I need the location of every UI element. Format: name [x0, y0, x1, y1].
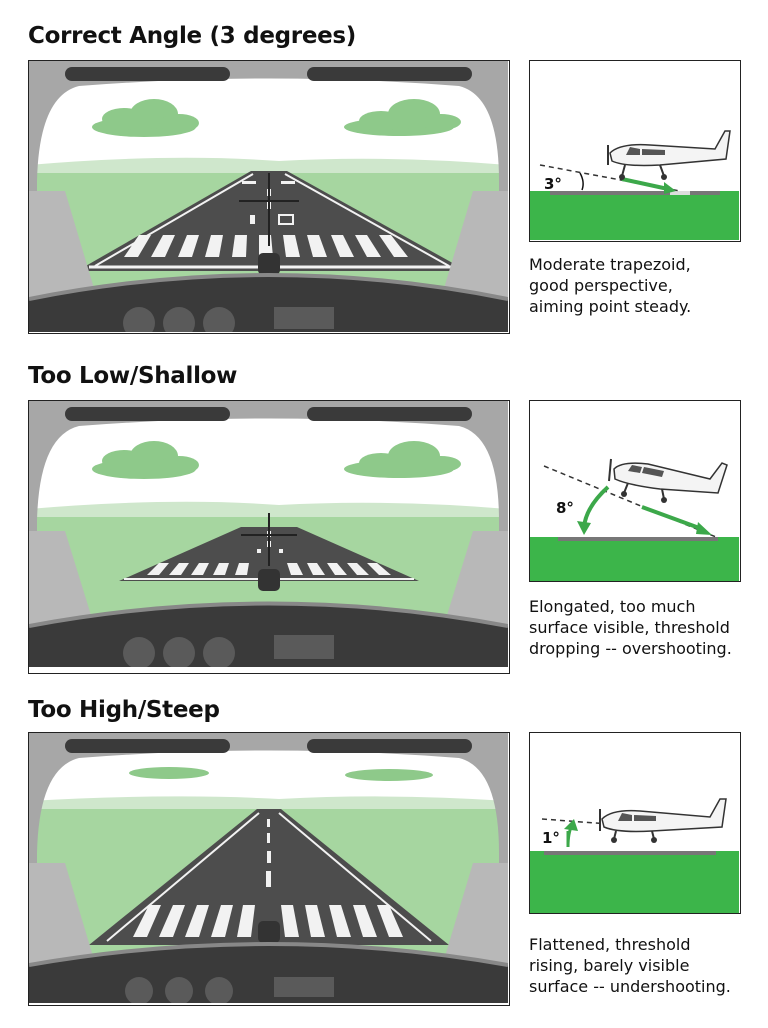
runway-side [558, 537, 718, 541]
caption-line: Flattened, threshold [529, 935, 691, 954]
side-view-low: 8° [529, 400, 741, 582]
angle-label-correct: 3° [544, 175, 562, 193]
sun-visor-right [307, 67, 472, 81]
angle-arc [579, 172, 584, 191]
cockpit-illustration-low [29, 401, 508, 667]
section-title-correct: Correct Angle (3 degrees) [28, 23, 357, 49]
sun-visor-left [65, 67, 230, 81]
angle-label-low: 8° [556, 499, 574, 517]
descent-arrow [621, 177, 669, 191]
sun-visor-right [307, 739, 472, 753]
ground [530, 851, 739, 913]
side-view-illustration-high: 1° [530, 798, 739, 913]
runway-side [550, 191, 720, 195]
caption-low: Elongated, too much surface visible, thr… [529, 596, 764, 659]
side-view-correct: 3° [529, 60, 741, 242]
compass-icon [258, 569, 280, 591]
runway-side [544, 851, 716, 855]
sun-visor-left [65, 407, 230, 421]
caption-line: good perspective, [529, 276, 673, 295]
ground [530, 537, 739, 581]
caption-line: aiming point steady. [529, 297, 692, 316]
angle-arc [582, 485, 610, 528]
cloud-left [92, 441, 199, 479]
sun-visor-right [307, 407, 472, 421]
runway-markings [147, 531, 391, 575]
caption-line: Moderate trapezoid, [529, 255, 691, 274]
side-view-high: 1° [529, 732, 741, 914]
caption-high: Flattened, threshold rising, barely visi… [529, 934, 764, 997]
cloud-right [345, 769, 433, 781]
descent-arrow [641, 505, 703, 531]
caption-line: rising, barely visible [529, 956, 690, 975]
cloud-left [92, 99, 199, 137]
ground [530, 191, 739, 240]
caption-line: surface -- undershooting. [529, 977, 731, 996]
compass-icon [258, 253, 280, 275]
cloud-right [344, 441, 461, 478]
aiming-crosshair [239, 173, 299, 246]
cloud-left [129, 767, 209, 779]
cloud-right [344, 99, 461, 136]
instrument-gauges [123, 635, 334, 667]
aiming-crosshair [241, 513, 297, 566]
caption-line: dropping -- overshooting. [529, 639, 732, 658]
side-view-illustration-low: 8° [530, 458, 739, 581]
instrument-gauges [123, 307, 334, 332]
cockpit-view-correct [28, 60, 510, 334]
section-title-low: Too Low/Shallow [28, 363, 238, 389]
section-title-high: Too High/Steep [28, 697, 220, 723]
caption-correct: Moderate trapezoid, good perspective, ai… [529, 254, 764, 317]
sun-visor-left [65, 739, 230, 753]
cockpit-illustration-high [29, 733, 508, 1003]
compass-icon [258, 921, 280, 943]
instrument-gauges [125, 977, 334, 1003]
airplane-icon [607, 130, 731, 180]
runway-markings [133, 819, 403, 937]
airplane-icon [599, 798, 727, 843]
cockpit-view-high [28, 732, 510, 1006]
caption-line: surface visible, threshold [529, 618, 730, 637]
cockpit-illustration-correct [29, 61, 508, 332]
cockpit-view-low [28, 400, 510, 674]
caption-line: Elongated, too much [529, 597, 696, 616]
side-view-illustration-correct: 3° [530, 130, 739, 240]
angle-label-high: 1° [542, 829, 560, 847]
airplane-icon [608, 458, 728, 503]
